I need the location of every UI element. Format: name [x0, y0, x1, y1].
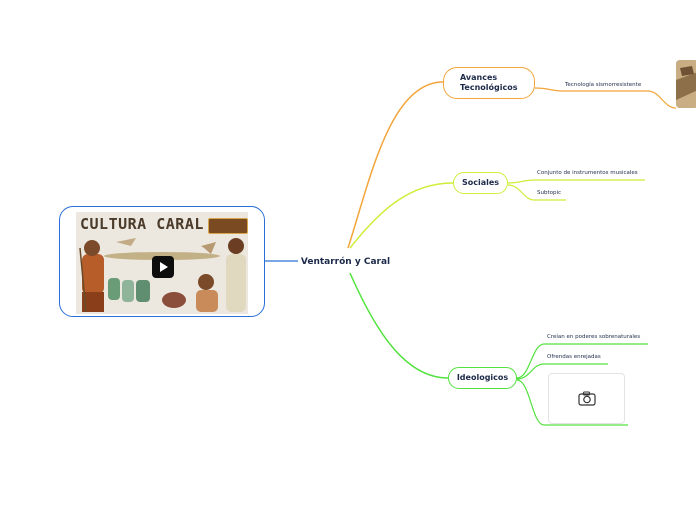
- photo-image: [676, 60, 696, 108]
- thumbnail-illustration: [79, 238, 246, 313]
- thumbnail-title: CULTURA CARAL: [80, 215, 204, 233]
- connector-leaf-tecnologia: [534, 87, 677, 109]
- video-embed[interactable]: CULTURA CARAL: [59, 206, 265, 317]
- connector-sociales: [349, 182, 454, 249]
- subtopic-tecnologia[interactable]: Tecnología sismorresistente: [565, 82, 642, 88]
- play-icon[interactable]: [152, 256, 174, 278]
- topic-sociales[interactable]: Sociales: [453, 172, 508, 194]
- subtopic-ofrendas[interactable]: Ofrendas enrejadas: [547, 354, 601, 360]
- connector-leaf-image: [516, 379, 628, 426]
- photo-thumbnail[interactable]: [676, 60, 696, 108]
- video-thumbnail[interactable]: CULTURA CARAL: [76, 212, 248, 314]
- topic-label: Sociales: [461, 178, 500, 187]
- connector-avances: [347, 81, 444, 249]
- connector-leaf-subtopic: [507, 184, 566, 201]
- camera-icon: [578, 391, 596, 406]
- central-topic[interactable]: Ventarrón y Caral: [300, 257, 391, 267]
- topic-label: Avances Tecnológicos: [460, 73, 518, 92]
- subtopic-conjunto[interactable]: Conjunto de instrumentos musicales: [537, 170, 638, 176]
- connector-ideologicos: [349, 272, 449, 379]
- connector-leaf-creian: [516, 343, 648, 379]
- figure-right: [226, 238, 246, 312]
- subtopic-generic[interactable]: Subtopic: [537, 190, 562, 196]
- channel-logo: [208, 218, 248, 234]
- image-placeholder[interactable]: [548, 373, 625, 424]
- topic-avances-tecnologicos[interactable]: Avances Tecnológicos: [443, 67, 535, 99]
- topic-ideologicos[interactable]: Ideologicos: [448, 367, 517, 389]
- subtopic-creian[interactable]: Creían en poderes sobrenaturales: [547, 334, 641, 340]
- figure-left: [79, 240, 104, 313]
- connector-leaf-ofrendas: [516, 363, 608, 380]
- connector-leaf-conjunto: [507, 179, 645, 184]
- topic-label: Ideologicos: [456, 373, 509, 382]
